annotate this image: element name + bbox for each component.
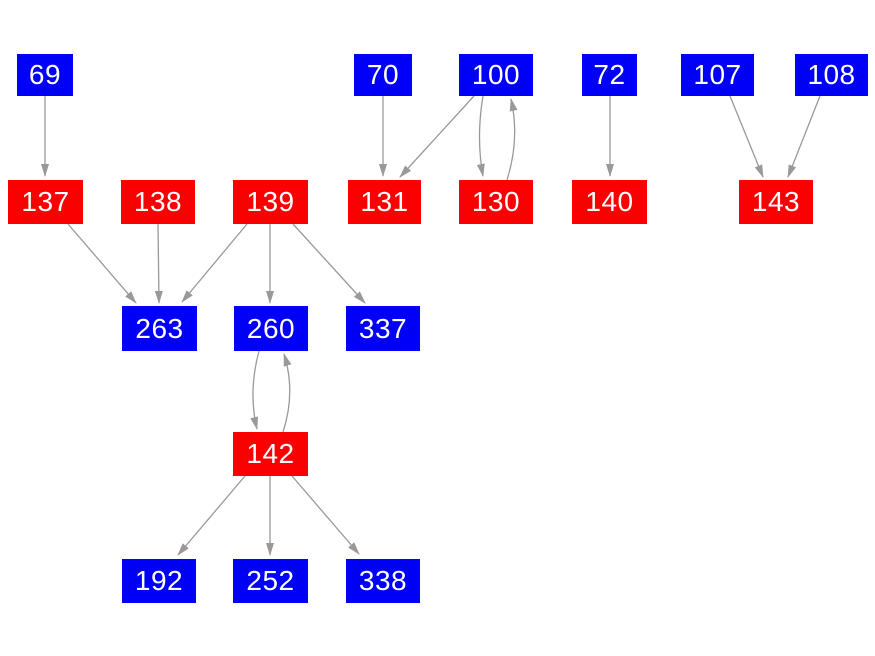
node-140: 140 bbox=[572, 180, 647, 224]
node-107: 107 bbox=[681, 54, 754, 96]
edge-137-263 bbox=[67, 223, 137, 304]
node-139: 139 bbox=[233, 180, 308, 224]
node-143: 143 bbox=[739, 180, 813, 224]
edge-142-260 bbox=[282, 353, 292, 433]
node-142: 142 bbox=[233, 432, 308, 476]
edge-100-130 bbox=[476, 95, 485, 177]
node-137: 137 bbox=[8, 180, 83, 224]
node-100: 100 bbox=[459, 54, 533, 96]
edge-107-143 bbox=[729, 95, 764, 178]
edge-139-337 bbox=[292, 223, 366, 304]
node-192: 192 bbox=[122, 559, 196, 603]
edge-139-263 bbox=[181, 223, 248, 303]
edge-108-143 bbox=[787, 95, 821, 178]
node-138: 138 bbox=[121, 180, 195, 224]
node-70: 70 bbox=[354, 54, 412, 96]
edge-138-263 bbox=[154, 223, 163, 304]
node-108: 108 bbox=[795, 54, 868, 96]
node-338: 338 bbox=[346, 559, 420, 603]
edge-260-142 bbox=[250, 350, 260, 430]
node-252: 252 bbox=[233, 559, 308, 603]
node-131: 131 bbox=[348, 180, 421, 224]
edge-100-131 bbox=[399, 95, 475, 178]
node-260: 260 bbox=[234, 306, 308, 351]
node-337: 337 bbox=[346, 306, 420, 351]
node-72: 72 bbox=[582, 54, 637, 96]
node-69: 69 bbox=[17, 54, 73, 96]
edge-130-100 bbox=[506, 98, 518, 181]
node-130: 130 bbox=[459, 180, 533, 224]
node-263: 263 bbox=[122, 306, 197, 351]
edge-142-192 bbox=[177, 475, 246, 556]
edge-142-338 bbox=[291, 475, 360, 555]
